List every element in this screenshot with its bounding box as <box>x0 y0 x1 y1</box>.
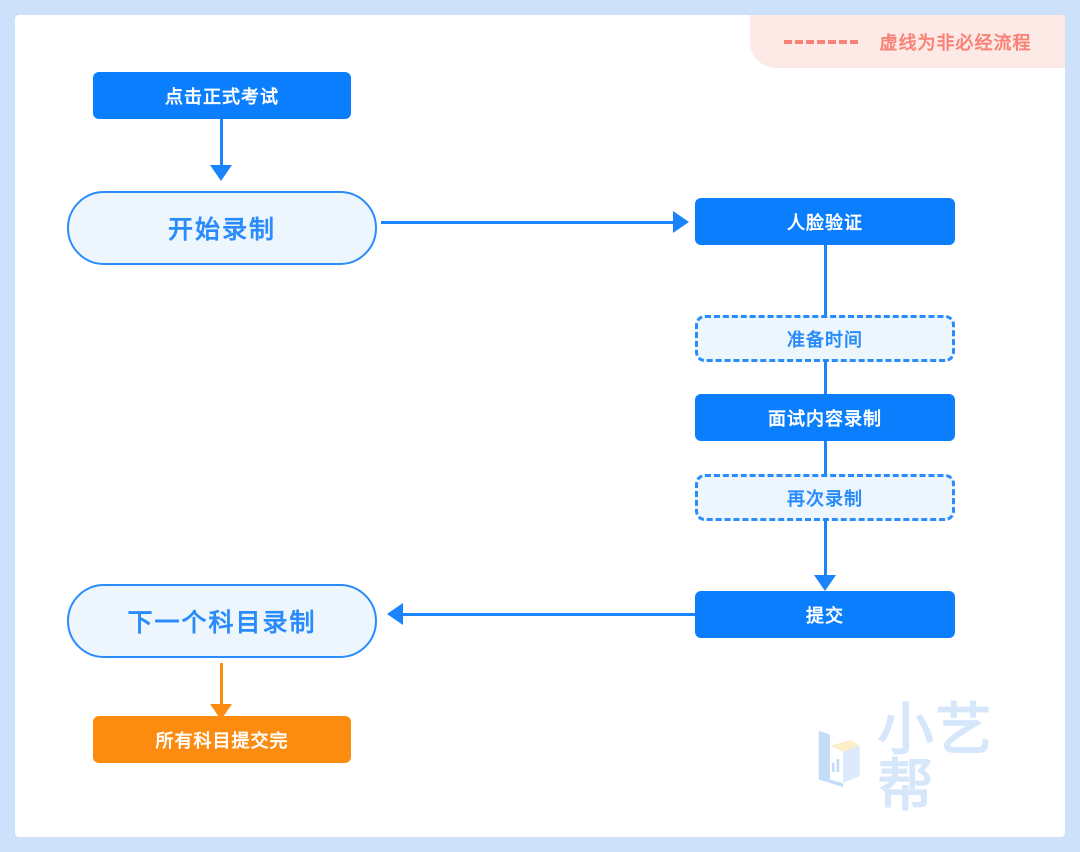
flowchart-canvas: 虚线为非必经流程 点击正式考试 开始录制 下一个科目录制 所有科目提交完 <box>15 15 1065 837</box>
node-all-submitted[interactable]: 所有科目提交完 <box>93 716 351 763</box>
edge-start-recording-to-face-verify-line <box>381 221 676 224</box>
node-record-again-label: 再次录制 <box>787 488 863 509</box>
node-next-subject-label: 下一个科目录制 <box>127 609 317 637</box>
node-submit[interactable]: 提交 <box>695 591 955 638</box>
edge-next-subject-to-all-submitted-line <box>220 663 223 708</box>
watermark-text: 小艺帮 <box>877 697 994 817</box>
node-prep-time-label: 准备时间 <box>787 329 863 350</box>
node-submit-label: 提交 <box>806 605 844 626</box>
node-interview-record-label: 面试内容录制 <box>768 408 882 429</box>
edge-record-again-to-submit-arrow <box>814 575 836 591</box>
node-start-recording[interactable]: 开始录制 <box>67 191 377 265</box>
edge-submit-to-next-subject-line <box>403 613 695 616</box>
watermark: 小艺帮 <box>815 701 1040 813</box>
node-all-submitted-label: 所有科目提交完 <box>155 730 289 751</box>
edge-start-recording-to-face-verify-arrow <box>673 211 689 233</box>
edge-submit-to-next-subject-arrow <box>387 603 403 625</box>
legend-banner: 虚线为非必经流程 <box>750 15 1065 68</box>
node-start-exam-label: 点击正式考试 <box>165 86 279 107</box>
node-interview-record[interactable]: 面试内容录制 <box>695 394 955 441</box>
edge-face-verify-to-prep-time-line <box>824 245 827 318</box>
node-start-recording-label: 开始录制 <box>167 216 276 244</box>
edge-interview-record-to-record-again-line <box>824 441 827 476</box>
xiaoyibang-logo-icon <box>818 730 860 787</box>
node-start-exam[interactable]: 点击正式考试 <box>93 72 351 119</box>
dashed-line-sample-icon <box>783 39 858 44</box>
node-record-again[interactable]: 再次录制 <box>695 474 955 521</box>
node-prep-time[interactable]: 准备时间 <box>695 315 955 362</box>
legend-label: 虚线为非必经流程 <box>879 32 1032 53</box>
edge-record-again-to-submit-line <box>824 519 827 579</box>
node-face-verify[interactable]: 人脸验证 <box>695 198 955 245</box>
node-next-subject[interactable]: 下一个科目录制 <box>67 584 377 658</box>
edge-start-exam-to-start-recording-arrow <box>210 165 232 181</box>
edge-prep-time-to-interview-record-line <box>824 360 827 399</box>
edge-start-exam-to-start-recording-line <box>220 119 223 169</box>
node-face-verify-label: 人脸验证 <box>787 212 863 233</box>
